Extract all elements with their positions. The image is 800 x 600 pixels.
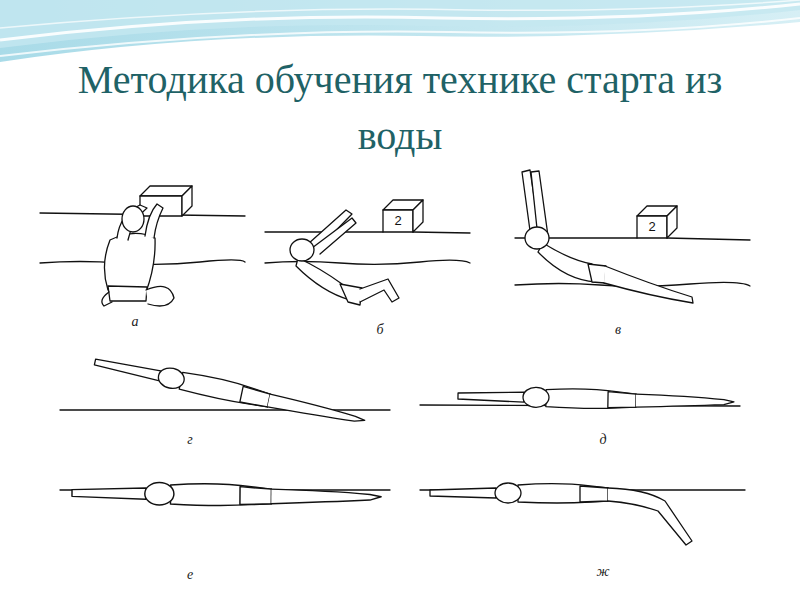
- figure-letter: б: [376, 322, 383, 338]
- slide-title: Методика обучения технике старта из воды: [70, 52, 730, 164]
- block-number: 2: [393, 214, 402, 228]
- figure-letter: ж: [596, 564, 609, 580]
- figure-letter: в: [615, 322, 621, 338]
- figure-letter: а: [132, 314, 139, 330]
- figure-letter: д: [599, 432, 606, 448]
- block-number: 2: [647, 220, 656, 234]
- figure-letter: г: [187, 432, 192, 448]
- figure-letter: е: [187, 567, 193, 583]
